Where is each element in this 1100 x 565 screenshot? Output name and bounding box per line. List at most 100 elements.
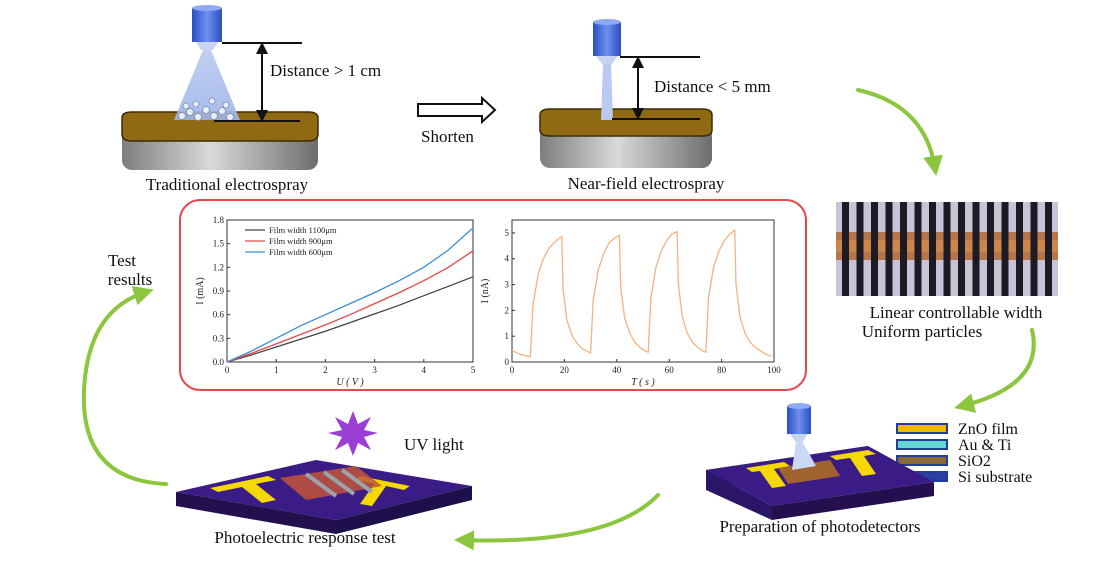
- electrode-stripe: [1030, 202, 1038, 296]
- nozzle-top: [192, 5, 222, 11]
- nozzle-top: [787, 403, 811, 409]
- distance-far-label: Distance > 1 cm: [270, 61, 382, 80]
- electrode-stripe: [958, 202, 965, 296]
- uv-light-icon: [328, 411, 378, 456]
- electrode-stripe: [900, 202, 907, 296]
- nozzle-top: [593, 19, 621, 25]
- y-tick-label: 3: [505, 280, 510, 290]
- electrode-stripe: [1045, 202, 1052, 296]
- preparation-device: [706, 403, 934, 520]
- x-axis-label: T ( s ): [631, 377, 655, 388]
- film-substrate: [121, 111, 319, 142]
- y-tick-label: 0.6: [213, 310, 225, 320]
- preparation-label: Preparation of photodetectors: [719, 517, 921, 536]
- traditional-electrospray-label: Traditional electrospray: [145, 175, 309, 194]
- shorten-arrow-icon: [417, 95, 497, 125]
- near-field-electrospray-setup: [539, 19, 713, 168]
- test-film: [280, 466, 382, 500]
- legend-swatch: [896, 439, 948, 450]
- green-arrow-to-micrograph: [856, 88, 943, 176]
- electrode-left: [210, 476, 276, 503]
- y-tick-label: 0.3: [213, 333, 225, 343]
- legend-label: Film width 900μm: [269, 236, 333, 246]
- x-tick-label: 1: [274, 365, 279, 375]
- legend-label: Film width 1100μm: [269, 225, 337, 235]
- y-axis-label: I (nA): [480, 279, 491, 304]
- photoelectric-device: [176, 411, 472, 534]
- device-side-left: [706, 470, 772, 520]
- electrode-stripe: [856, 202, 864, 296]
- green-arrow-to-preparation: [954, 328, 1036, 413]
- linear-controllable-label: Linear controllable width: [869, 303, 1043, 322]
- electrode-left: [746, 462, 790, 488]
- y-tick-label: 1: [505, 331, 510, 341]
- legend-label: Film width 600μm: [269, 247, 333, 257]
- x-tick-label: 4: [422, 365, 427, 375]
- y-tick-label: 1.2: [213, 262, 224, 272]
- results-panel: [179, 199, 807, 391]
- nozzle-reservoir: [593, 22, 621, 56]
- electrode-stripe: [871, 202, 878, 296]
- electrode-right: [830, 450, 876, 476]
- x-tick-label: 3: [372, 365, 377, 375]
- electrode-stripe: [1001, 202, 1009, 296]
- test-results-label-line2: results: [107, 270, 153, 289]
- plot-frame: [511, 219, 775, 363]
- cycle-arrows: [81, 88, 1036, 551]
- device-front: [772, 482, 934, 520]
- uv-light-label: UV light: [404, 435, 464, 454]
- legend-label: SiO2: [958, 453, 991, 470]
- legend-label: Si substrate: [958, 469, 1032, 486]
- spray-jet: [792, 441, 816, 470]
- series-line: [226, 276, 474, 363]
- x-tick-label: 0: [225, 365, 230, 375]
- legend-label: Au & Ti: [958, 437, 1012, 454]
- legend-swatch: [896, 423, 948, 434]
- y-tick-label: 1.8: [213, 215, 225, 225]
- x-tick-label: 0: [510, 365, 515, 375]
- distance-near-label: Distance < 5 mm: [654, 77, 771, 96]
- nozzle-tip: [596, 56, 618, 64]
- series-line: [226, 250, 474, 363]
- photoelectric-label: Photoelectric response test: [214, 528, 396, 547]
- electrode-stripes: [842, 202, 1052, 296]
- electrode-stripe: [885, 202, 893, 296]
- series-line: [511, 229, 772, 358]
- spray-jet: [601, 64, 613, 120]
- y-tick-label: 0: [505, 357, 510, 367]
- x-axis-label: U ( V ): [336, 377, 364, 388]
- nozzle-reservoir: [192, 8, 222, 42]
- y-tick-label: 5: [505, 228, 510, 238]
- green-arrow-to-results: [81, 286, 168, 486]
- x-tick-label: 80: [717, 365, 727, 375]
- electrode-stripe: [929, 202, 936, 296]
- x-tick-label: 40: [612, 365, 622, 375]
- micrograph-image: [836, 202, 1058, 296]
- x-tick-label: 2: [323, 365, 328, 375]
- y-tick-label: 1.5: [213, 239, 225, 249]
- traditional-electrospray-setup: [121, 5, 319, 170]
- nozzle-tip: [790, 434, 808, 441]
- series-line: [226, 227, 474, 363]
- nozzle-tip: [196, 42, 218, 50]
- spray-cone: [174, 50, 240, 120]
- legend-swatch: [896, 455, 948, 466]
- electrode-stripe: [987, 202, 994, 296]
- spray-particles: [178, 97, 234, 121]
- legend-label: ZnO film: [958, 421, 1019, 438]
- electrode-right: [356, 476, 410, 506]
- x-tick-label: 5: [471, 365, 476, 375]
- electrode-stripe: [842, 202, 849, 296]
- y-axis-label: I (mA): [195, 277, 206, 305]
- electrode-stripe: [914, 202, 922, 296]
- film-substrate: [539, 108, 713, 137]
- y-tick-label: 0.0: [213, 357, 225, 367]
- y-tick-label: 4: [505, 254, 510, 264]
- test-results-label-line1: Test: [107, 251, 137, 270]
- electrode-stripe: [1016, 202, 1023, 296]
- x-tick-label: 100: [767, 365, 781, 375]
